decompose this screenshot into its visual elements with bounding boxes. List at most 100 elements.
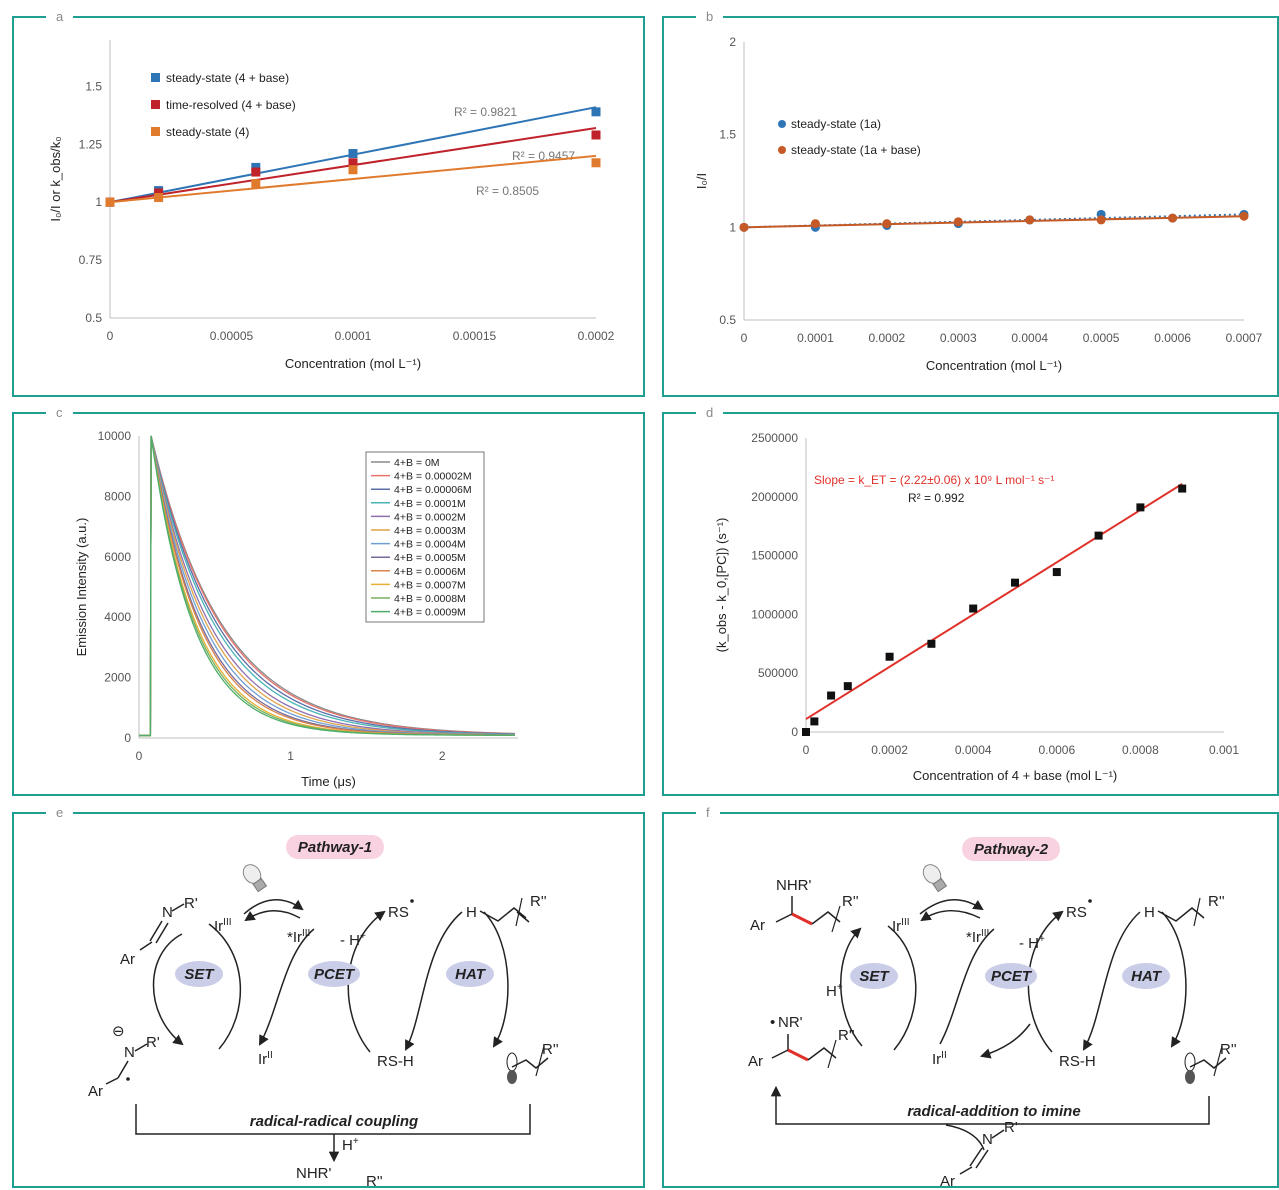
data-point	[885, 652, 894, 661]
set-cycle-arc-left	[840, 927, 863, 1047]
aminyl-r2: R''	[838, 1027, 855, 1044]
decay-curve	[139, 435, 515, 737]
y-axis-title: I₀/I	[694, 173, 709, 189]
hat-arc-right	[1161, 911, 1187, 1048]
data-point	[105, 197, 115, 207]
allyl-squiggle	[535, 1045, 545, 1077]
x-tick-label: 0	[803, 743, 810, 757]
hplus-set-label: H+	[826, 982, 843, 1000]
hat-bubble	[1122, 963, 1170, 989]
x-tick-label: 0.0001	[797, 331, 834, 345]
pathway-title-pill	[286, 835, 384, 859]
data-point	[1052, 568, 1061, 577]
data-point	[251, 167, 261, 177]
y-tick-label: 6000	[104, 550, 131, 564]
scheme-f: Pathway-2 SET PCET HAT IrIII *IrIII - H+…	[748, 837, 1237, 1190]
light-bulb-icon	[242, 864, 268, 893]
data-point	[348, 149, 358, 159]
set-bubble	[175, 961, 223, 987]
trend-line	[109, 154, 597, 204]
allyl-r2: R''	[1220, 1041, 1237, 1058]
slope-annotation: Slope = k_ET = (2.22±0.06) x 10⁹ L mol⁻¹…	[814, 473, 1055, 487]
data-point	[251, 179, 261, 189]
trend-line	[743, 215, 1245, 229]
x-axis-title: Time (μs)	[301, 774, 356, 789]
set-label: SET	[859, 968, 890, 985]
data-point	[1094, 531, 1103, 540]
minus-h-label: - H+	[340, 931, 366, 949]
scheme-e: Pathway-1 SET PCET HAT IrIII *IrIII - H+…	[88, 835, 559, 1190]
pcet-arc-left	[258, 928, 315, 1046]
data-point	[843, 682, 852, 691]
anion-bond-ar	[105, 1077, 119, 1085]
data-point	[802, 728, 810, 736]
data-point	[1239, 211, 1249, 221]
y-tick-label: 500000	[758, 666, 798, 680]
r-squared-label: R² = 0.9821	[454, 105, 517, 119]
anion-r: R'	[146, 1034, 160, 1051]
pathway-title: Pathway-1	[298, 839, 372, 856]
aminyl-dot: •	[770, 1014, 775, 1031]
panel-label-d: d	[696, 405, 724, 421]
product-ar: Ar	[750, 917, 765, 934]
anion-bond-cn	[117, 1060, 129, 1079]
allyl-chain	[511, 1057, 549, 1069]
panel-f: f Pathway-2 SET PCET HAT IrIII *	[662, 805, 1279, 1190]
rsh-label: RS-H	[1059, 1053, 1096, 1070]
y-tick-label: 10000	[98, 429, 132, 443]
data-point	[810, 219, 820, 229]
data-point	[827, 691, 836, 700]
rs-radical-label: RS	[1066, 904, 1087, 921]
product-nhr: NHR'	[296, 1165, 331, 1182]
legend-label: 4+B = 0.00002M	[394, 471, 472, 483]
aminyl-nr: NR'	[778, 1014, 803, 1031]
x-tick-label: 1	[287, 749, 294, 763]
trend-line	[805, 483, 1183, 720]
legend-label: 4+B = 0.0008M	[394, 593, 466, 605]
x-tick-label: 0.0004	[1011, 331, 1048, 345]
y-tick-label: 0.75	[79, 253, 103, 267]
r-squared-label: R² = 0.992	[908, 491, 965, 505]
product-nhr: NHR'	[776, 877, 811, 894]
imine-r: R'	[1004, 1119, 1018, 1136]
product-r2: R''	[842, 893, 859, 910]
y-tick-label: 0	[791, 725, 798, 739]
y-tick-label: 2	[729, 35, 736, 49]
allyl-radical-orbital	[1184, 1052, 1196, 1084]
data-point	[953, 217, 963, 227]
legend-label: 4+B = 0.0002M	[394, 511, 466, 523]
data-point	[591, 130, 601, 140]
panel-label-a: a	[46, 9, 74, 25]
x-tick-label: 2	[439, 749, 446, 763]
y-tick-label: 0.5	[85, 311, 102, 325]
hplus-label: H+	[342, 1136, 359, 1154]
legend-marker	[151, 73, 160, 82]
ir2-arrow	[979, 1023, 1031, 1059]
imine-feed-arrow	[945, 1124, 985, 1151]
product-r2: R''	[366, 1173, 383, 1190]
alkene-r2: R''	[530, 893, 547, 910]
coupling-label: radical-radical coupling	[250, 1113, 418, 1130]
x-tick-label: 0.001	[1209, 743, 1239, 757]
imine-ar: Ar	[940, 1173, 955, 1190]
legend-label: steady-state (1a + base)	[791, 143, 921, 157]
legend-label: 4+B = 0.0003M	[394, 525, 466, 537]
imine-bond-nr	[171, 903, 185, 912]
decay-curve	[139, 435, 515, 737]
legend-label: 4+B = 0.00006M	[394, 484, 472, 496]
legend-label: steady-state (4 + base)	[166, 71, 289, 85]
y-tick-label: 4000	[104, 610, 131, 624]
y-tick-label: 1000000	[751, 607, 798, 621]
legend-marker	[778, 120, 786, 128]
y-tick-label: 2000000	[751, 490, 798, 504]
product-new-bond	[791, 912, 813, 926]
rs-radical-dot	[410, 899, 414, 903]
x-tick-label: 0.0002	[869, 331, 906, 345]
ir3-excited-label: *IrIII	[966, 928, 989, 946]
legend-label: steady-state (1a)	[791, 117, 881, 131]
legend-label: 4+B = 0M	[394, 457, 440, 469]
allyl-chain	[1189, 1057, 1227, 1069]
